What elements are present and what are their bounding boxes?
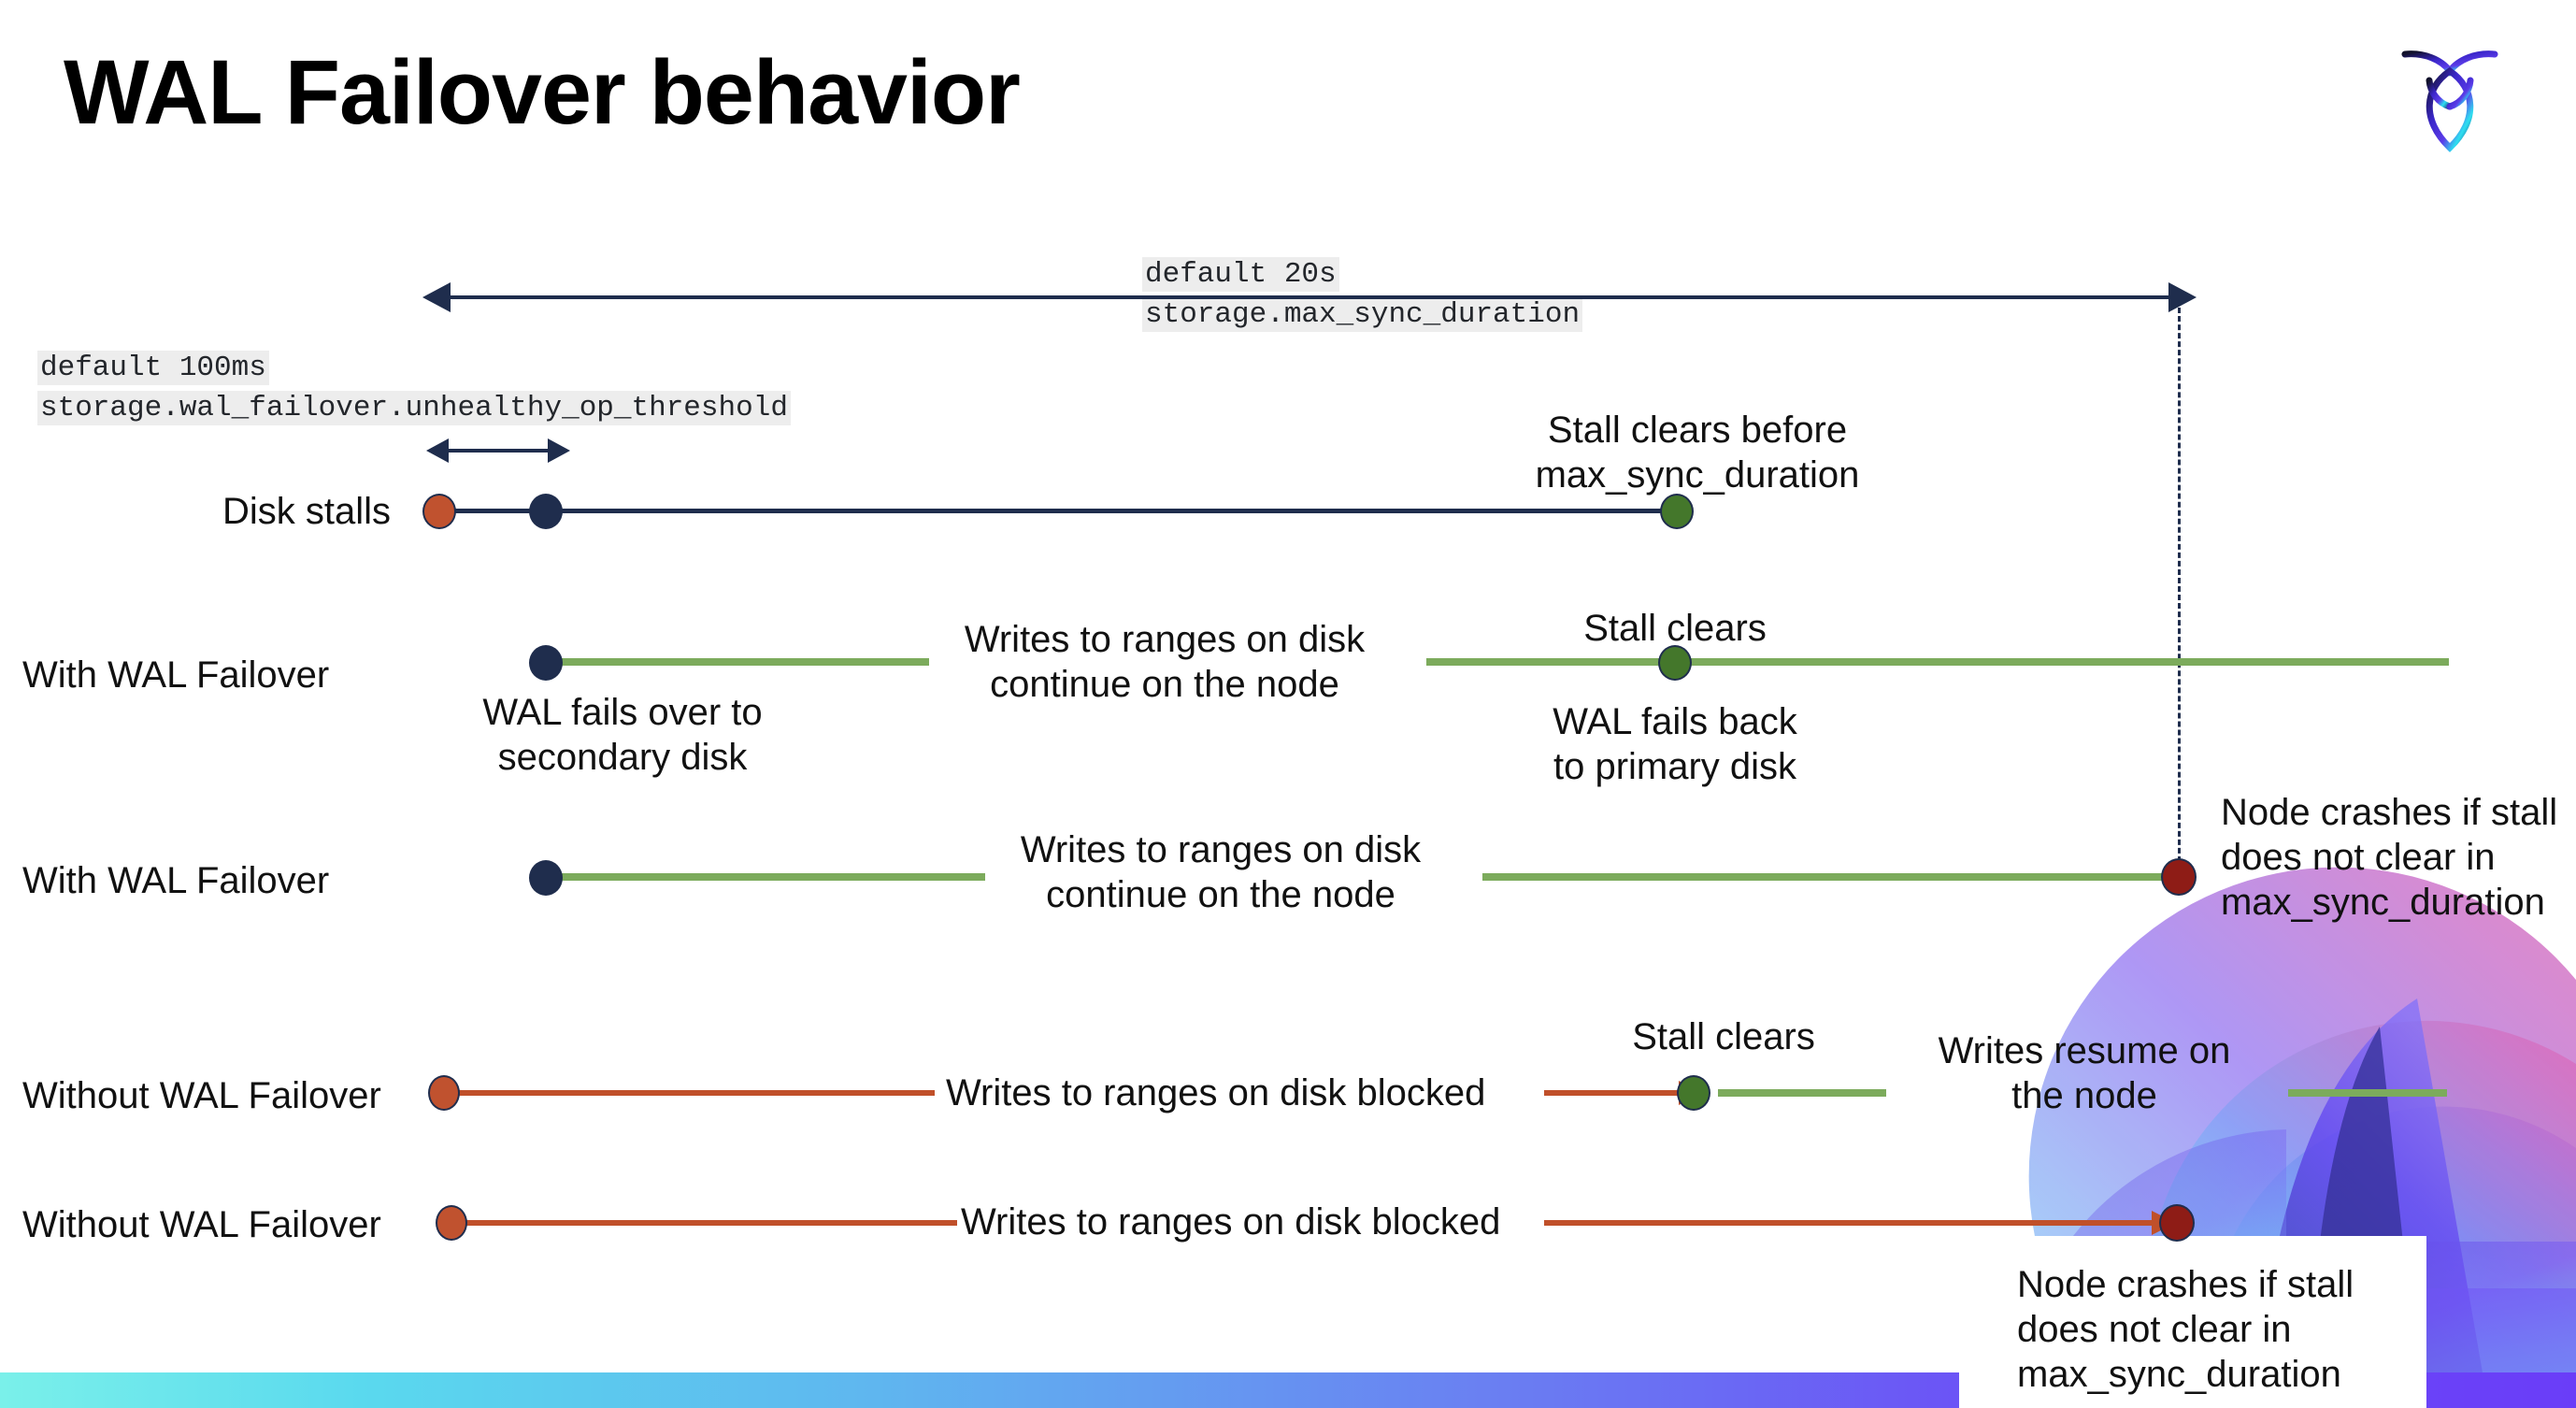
note-writes-blocked-1: Writes to ranges on disk blocked	[946, 1072, 1486, 1113]
without-wal-failover-1-stall-clear-dot	[1677, 1075, 1710, 1111]
note-wal-fails-back: WAL fails back to primary disk	[1553, 701, 1797, 787]
note-writes-continue-2: Writes to ranges on disk continue on the…	[1020, 829, 1422, 915]
max-sync-setting: storage.max_sync_duration	[1142, 297, 1583, 332]
without-wal-failover-1-line-right	[1718, 1089, 1886, 1097]
max-sync-default: default 20s	[1142, 257, 1339, 292]
row-label-without-wal-failover-2: Without WAL Failover	[22, 1204, 381, 1245]
without-wal-failover-1-line-left	[449, 1090, 935, 1096]
node-crash-callout-panel-overlay	[1959, 1236, 2426, 1408]
note-writes-blocked-2: Writes to ranges on disk blocked	[961, 1201, 1501, 1243]
without-wal-failover-2-start-dot	[436, 1205, 467, 1241]
with-wal-failover-1-line-left	[555, 658, 929, 666]
note-writes-continue-1: Writes to ranges on disk continue on the…	[964, 619, 1366, 705]
note-node-crashes-2: Node crashes if stall does not clear in …	[2017, 1264, 2354, 1395]
unhealthy-op-default: default 100ms	[37, 351, 269, 385]
row-label-without-wal-failover-1: Without WAL Failover	[22, 1075, 381, 1116]
without-wal-failover-2-line-right	[1544, 1220, 2161, 1226]
cockroachdb-logo-icon	[2380, 28, 2520, 168]
without-wal-failover-1-line-mid	[1544, 1090, 1684, 1096]
max-sync-duration-span-line	[449, 295, 2178, 299]
without-wal-failover-1-start-dot	[428, 1075, 460, 1111]
max-sync-span-left-arrowhead	[422, 282, 451, 312]
row-label-with-wal-failover-1: With WAL Failover	[22, 654, 330, 696]
note-wal-fails-over: WAL fails over to secondary disk	[482, 692, 763, 778]
with-wal-failover-2-line-right	[1482, 873, 2183, 881]
unhealthy-op-threshold-span-line	[449, 449, 551, 453]
max-sync-span-right-arrowhead	[2168, 282, 2197, 312]
without-wal-failover-1-line-resume	[2288, 1089, 2447, 1097]
with-wal-failover-2-line-left	[555, 873, 985, 881]
without-wal-failover-2-line-left	[462, 1220, 957, 1226]
with-wal-failover-1-start-dot	[529, 645, 563, 681]
max-sync-duration-dashed-guide	[2178, 299, 2181, 879]
with-wal-failover-1-line-right	[1426, 658, 2449, 666]
row-label-with-wal-failover-2: With WAL Failover	[22, 860, 330, 901]
annotation-max-sync-duration: default 20s storage.max_sync_duration	[1142, 254, 1583, 335]
note-stall-clears-before: Stall clears before max_sync_duration	[1535, 409, 1860, 496]
row-label-disk-stalls: Disk stalls	[222, 491, 392, 532]
note-stall-clears-2: Stall clears	[1632, 1016, 1815, 1057]
disk-stalls-timeline	[439, 509, 1682, 513]
unhealthy-op-span-left-arrowhead	[426, 438, 449, 463]
disk-stall-threshold-dot	[529, 494, 563, 529]
note-stall-clears-1: Stall clears	[1583, 608, 1767, 649]
note-writes-resume: Writes resume on the node	[1938, 1030, 2231, 1116]
with-wal-failover-2-crash-dot	[2161, 858, 2197, 896]
with-wal-failover-1-stall-clear-dot	[1658, 645, 1692, 681]
unhealthy-op-span-right-arrowhead	[548, 438, 570, 463]
disk-stall-clear-dot	[1660, 494, 1694, 529]
page-title: WAL Failover behavior	[64, 41, 1021, 143]
unhealthy-op-setting: storage.wal_failover.unhealthy_op_thresh…	[37, 391, 791, 425]
disk-stall-start-dot	[422, 494, 456, 529]
note-node-crashes-1: Node crashes if stall does not clear in …	[2221, 792, 2558, 923]
with-wal-failover-2-start-dot	[529, 860, 563, 896]
without-wal-failover-2-crash-dot	[2159, 1204, 2195, 1242]
annotation-unhealthy-op-threshold: default 100ms storage.wal_failover.unhea…	[37, 348, 791, 428]
